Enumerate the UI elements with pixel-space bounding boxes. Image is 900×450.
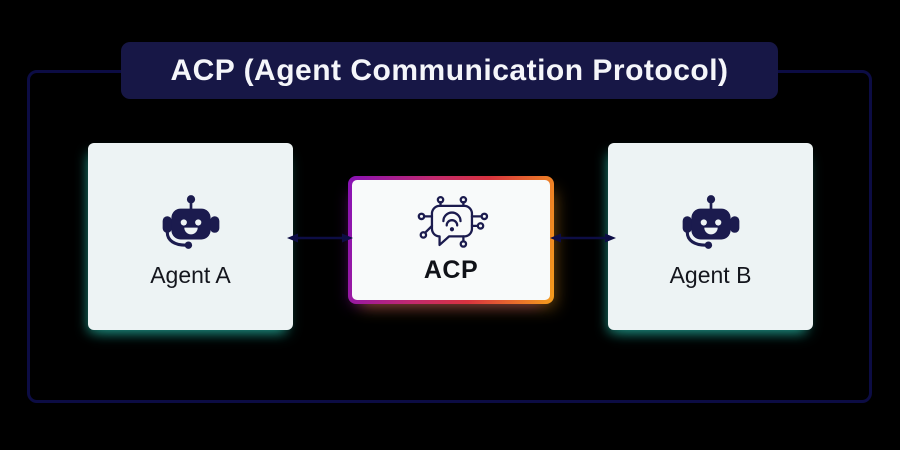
arrow-agent-a-to-acp [287, 233, 353, 243]
acp-card-gradient-border: ACP [348, 176, 554, 304]
chat-bubble-wifi-circuit-icon [417, 195, 489, 248]
acp-card: ACP [352, 180, 550, 300]
acp-label: ACP [423, 255, 479, 284]
agent-a-card: Agent A [88, 143, 293, 330]
diagram-title: ACP (Agent Communication Protocol) [170, 53, 729, 87]
robot-chatbot-icon [682, 194, 739, 249]
agent-b-card: Agent B [608, 143, 813, 330]
agent-b-label: Agent B [669, 261, 752, 288]
title-banner: ACP (Agent Communication Protocol) [121, 42, 778, 99]
robot-chatbot-icon [162, 194, 219, 249]
arrow-acp-to-agent-b [550, 233, 616, 243]
agent-a-label: Agent A [150, 261, 231, 288]
